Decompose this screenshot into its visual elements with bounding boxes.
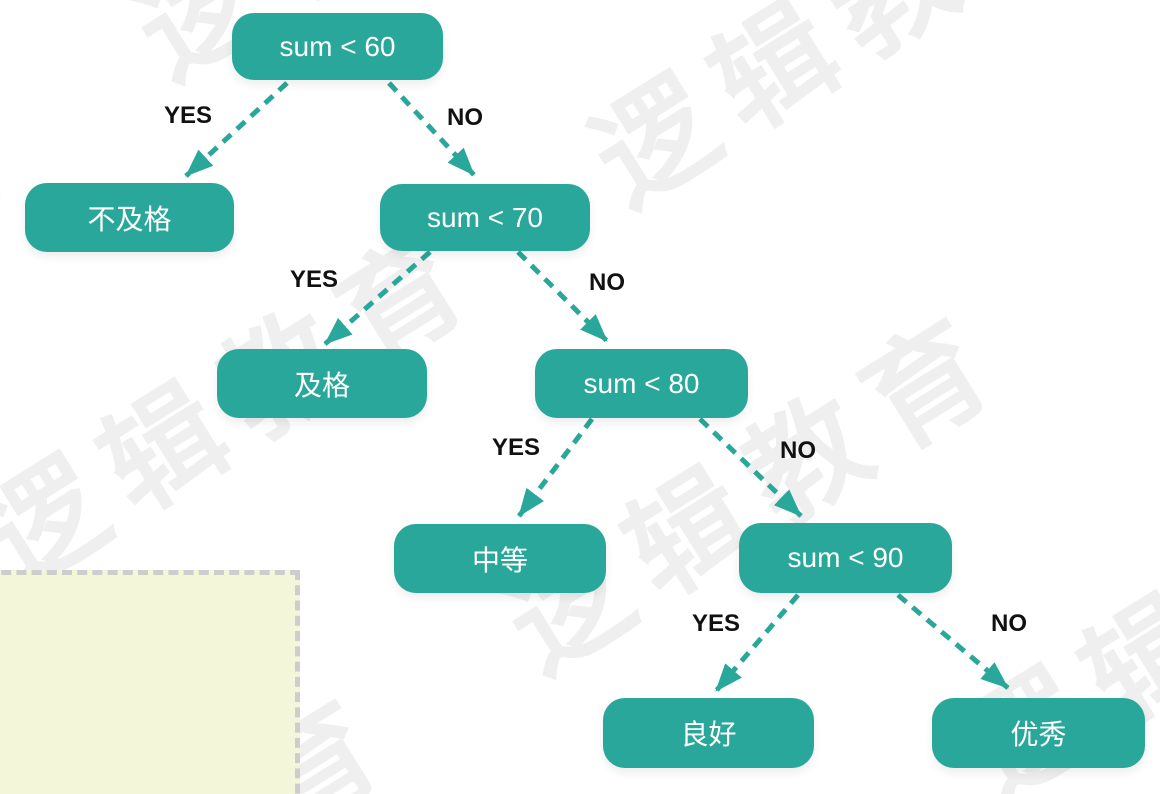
edge-check80-medium: [517, 417, 594, 518]
note-box: [0, 570, 300, 794]
node-medium: 中等: [394, 524, 606, 593]
edge-label-yes-3: YES: [492, 434, 541, 461]
node-check-90: sum < 90: [739, 523, 952, 593]
edge-label-yes-1: YES: [164, 102, 213, 129]
edge-check60-check70: [387, 81, 476, 177]
edge-label-yes-2: YES: [290, 266, 339, 293]
edge-label-no-3: NO: [780, 437, 816, 464]
edge-label-yes-4: YES: [692, 610, 741, 637]
node-check-60: sum < 60: [232, 13, 443, 80]
edge-label-no-4: NO: [991, 610, 1027, 637]
edge-check70-pass: [323, 250, 432, 346]
edge-label-no-2: NO: [589, 269, 625, 296]
edge-check90-good: [714, 593, 800, 693]
node-check-70: sum < 70: [380, 184, 590, 251]
node-fail: 不及格: [25, 183, 234, 252]
node-excellent: 优秀: [932, 698, 1145, 768]
node-check-80: sum < 80: [535, 349, 748, 418]
edge-check80-check90: [698, 417, 803, 518]
edge-check90-excellent: [896, 593, 1010, 690]
edge-check70-check80: [516, 250, 609, 343]
edge-check60-fail: [184, 81, 289, 178]
node-good: 良好: [603, 698, 814, 768]
node-pass: 及格: [217, 349, 427, 418]
edge-label-no-1: NO: [447, 104, 483, 131]
